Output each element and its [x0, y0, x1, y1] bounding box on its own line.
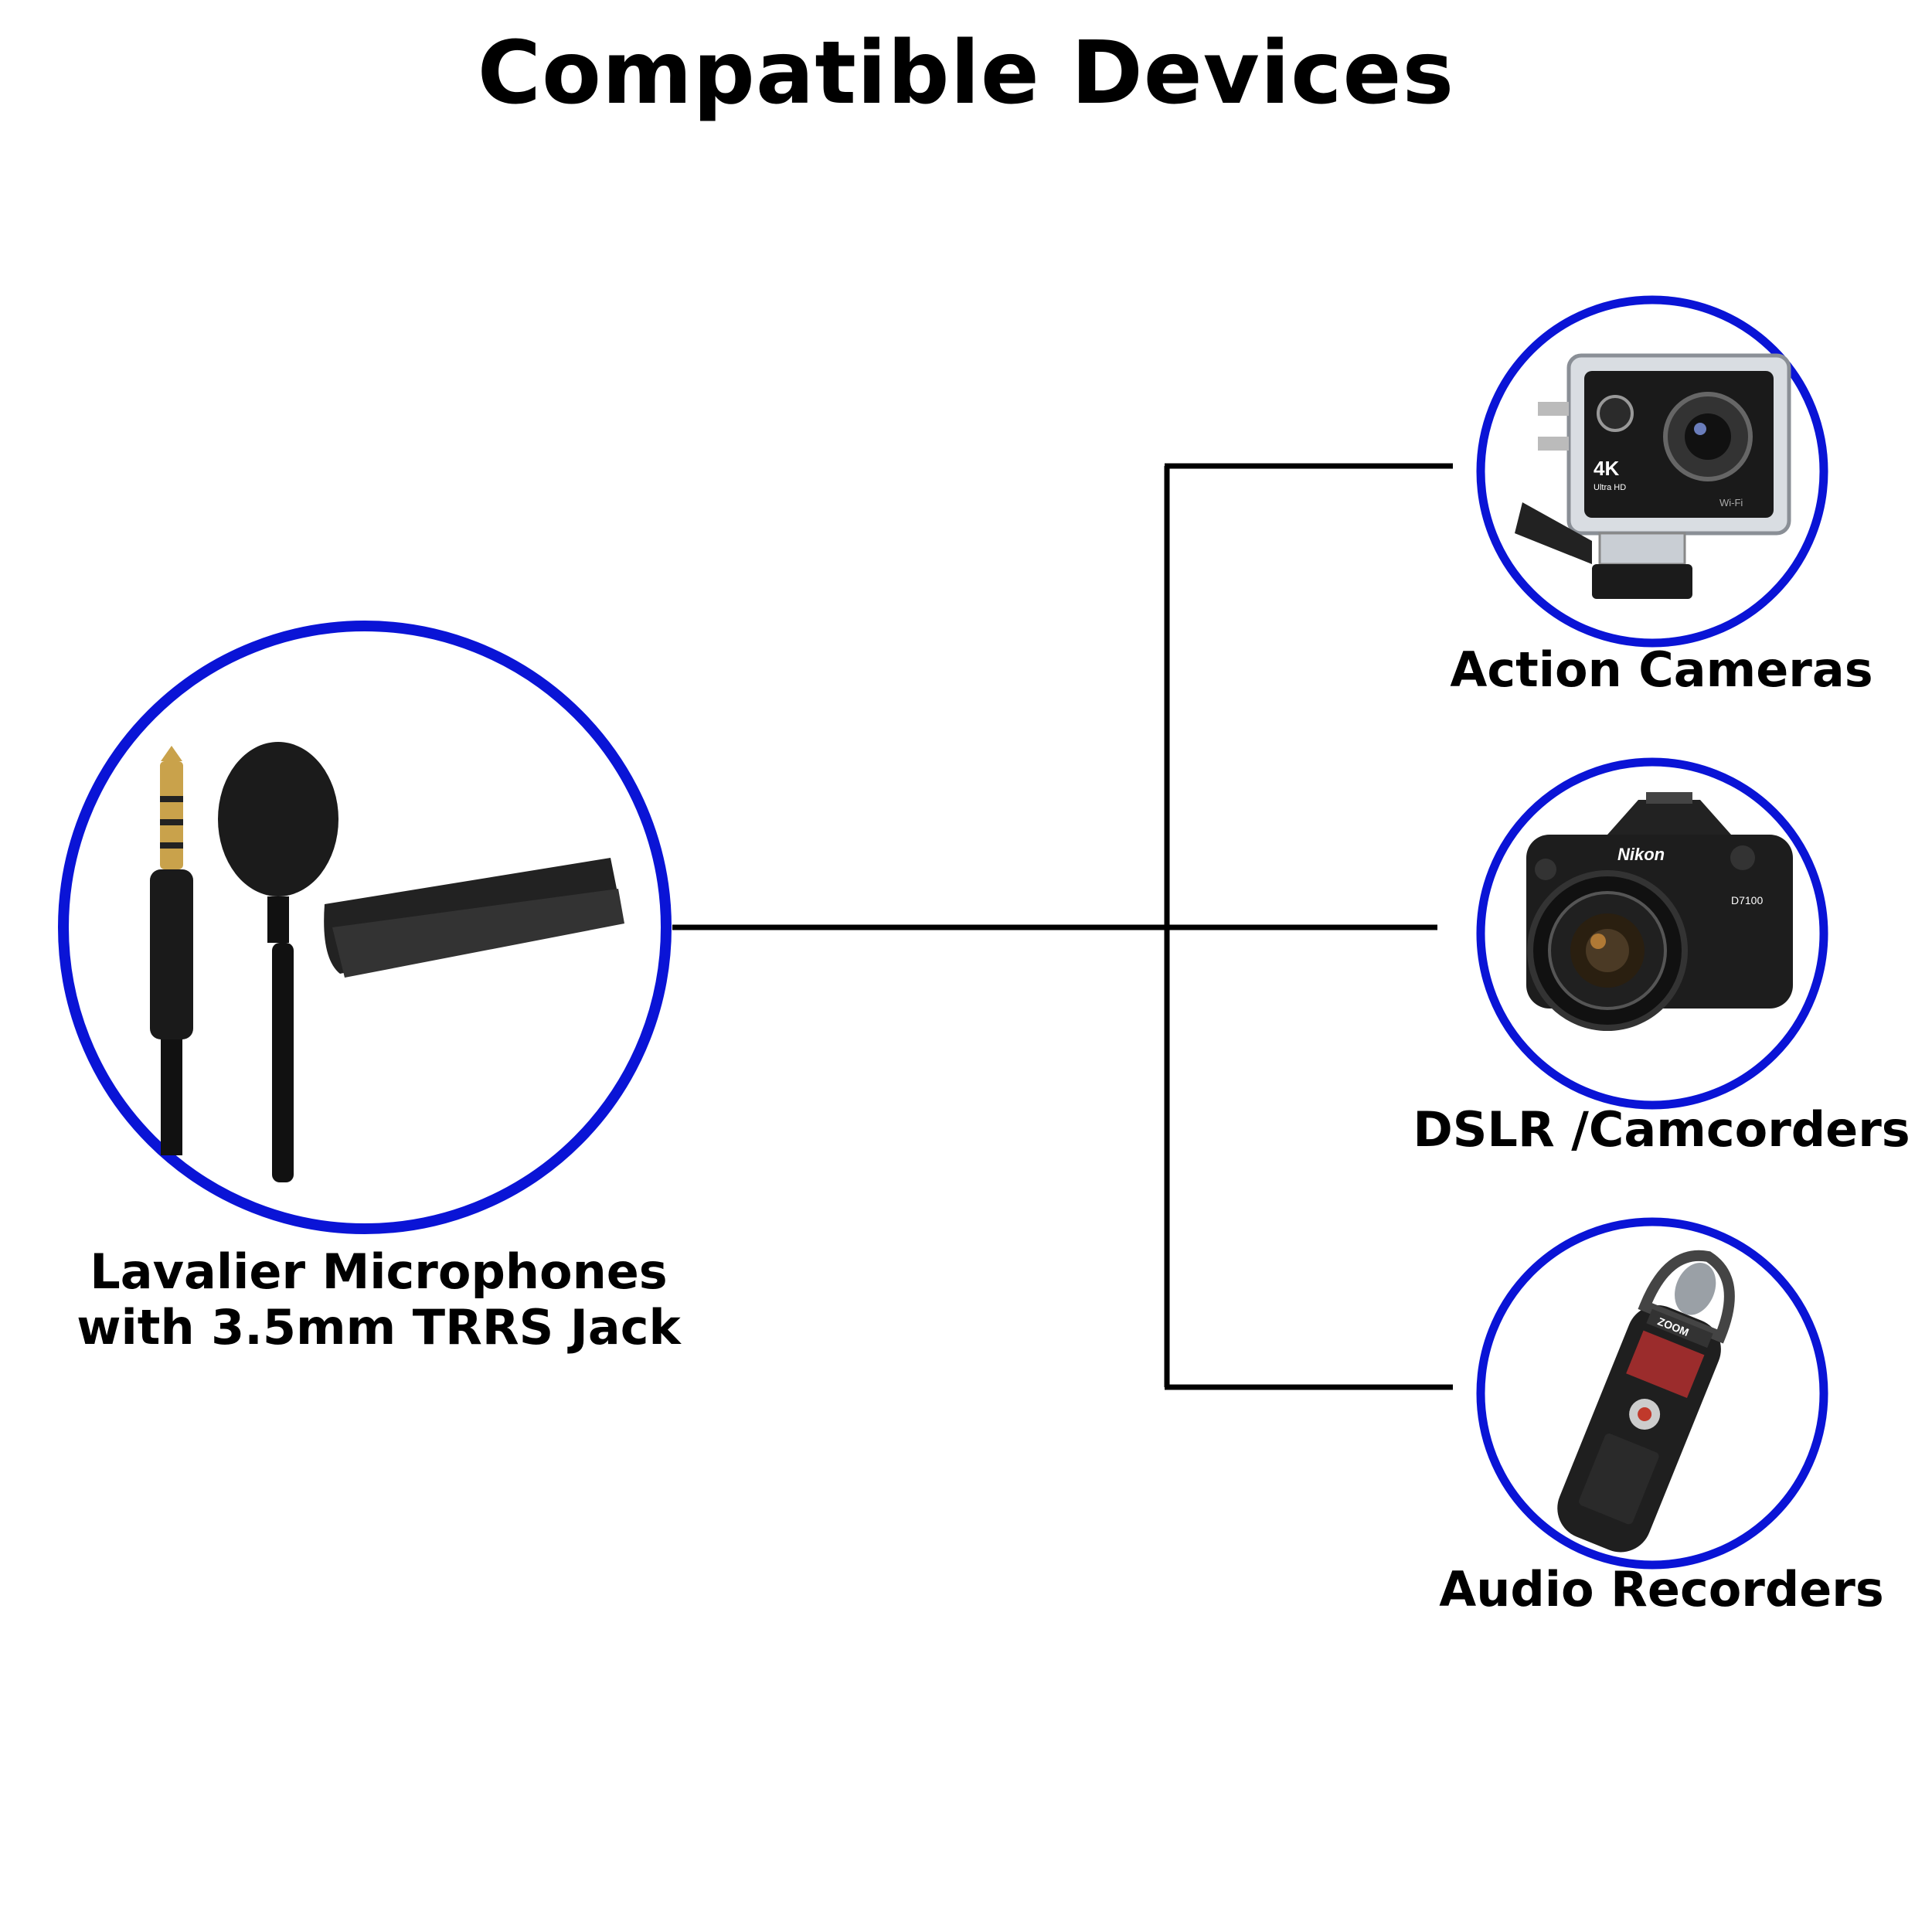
page-title: Compatible Devices — [477, 23, 1455, 124]
lavalier-microphone-icon — [58, 621, 672, 1234]
connector-lines — [672, 463, 1453, 1390]
dslr-model-text: D7100 — [1731, 894, 1763, 906]
action-camera-uhd-text: Ultra HD — [1594, 483, 1626, 492]
microphone-label-line1: Lavalier Microphones — [90, 1243, 668, 1300]
action-camera-4k-text: 4K — [1594, 457, 1619, 480]
dslr-camcorders-label: DSLR /Camcorders — [1413, 1101, 1910, 1158]
action-camera-icon: 4K Ultra HD Wi-Fi — [1476, 295, 1828, 648]
microphone-label: Lavalier Microphones with 3.5mm TRRS Jac… — [62, 1244, 696, 1355]
microphone-label-line2: with 3.5mm TRRS Jack — [77, 1299, 681, 1355]
dslr-brand-text: Nikon — [1617, 845, 1665, 864]
action-camera-wifi-text: Wi-Fi — [1719, 497, 1743, 509]
dslr-camera-icon: Nikon D7100 — [1476, 757, 1828, 1110]
audio-recorders-label: Audio Recorders — [1439, 1561, 1884, 1617]
action-cameras-label: Action Cameras — [1450, 641, 1873, 698]
audio-recorder-icon: ZOOM — [1476, 1217, 1828, 1570]
